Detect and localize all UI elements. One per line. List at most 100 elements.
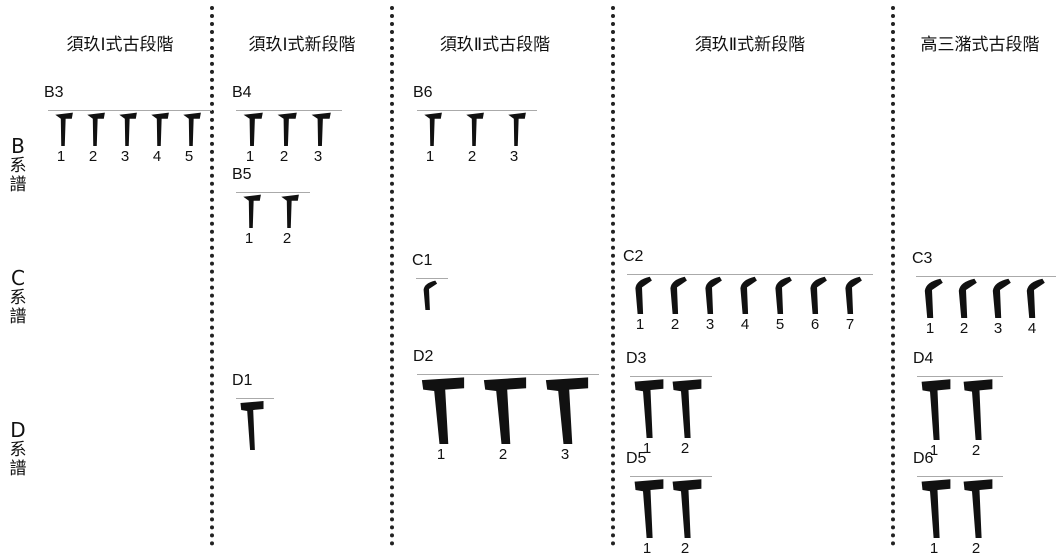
item-number: 1 — [642, 540, 652, 557]
item-number: 1 — [925, 320, 935, 337]
item-number: 2 — [959, 320, 969, 337]
pottery-profile-d5-1 — [634, 478, 664, 538]
rim-reference-line — [627, 274, 873, 275]
column-divider — [611, 6, 615, 546]
item-number: 1 — [436, 446, 446, 463]
item-number: 3 — [313, 148, 323, 165]
pottery-profile-c3-2 — [954, 278, 984, 318]
pottery-profile-d2-2 — [483, 376, 527, 444]
item-number: 2 — [971, 540, 981, 557]
item-number: 4 — [1027, 320, 1037, 337]
rim-reference-line — [236, 398, 274, 399]
pottery-profile-c3-3 — [988, 278, 1018, 318]
item-number: 2 — [971, 442, 981, 459]
pottery-profile-b3-5 — [180, 112, 210, 146]
group-label-d2: D2 — [413, 348, 434, 365]
group-label-c3: C3 — [912, 250, 933, 267]
row-label-text: 系譜 — [9, 156, 27, 195]
rim-reference-line — [417, 374, 599, 375]
group-label-d4: D4 — [913, 350, 934, 367]
item-number: 7 — [845, 316, 855, 333]
item-number: 3 — [120, 148, 130, 165]
item-number: 1 — [244, 230, 254, 247]
item-number: 5 — [775, 316, 785, 333]
rim-reference-line — [417, 110, 537, 111]
item-number: 2 — [282, 230, 292, 247]
item-number: 1 — [245, 148, 255, 165]
pottery-profile-c2-6 — [806, 276, 836, 314]
pottery-profile-d3-1 — [634, 378, 664, 438]
pottery-profile-d3-2 — [672, 378, 702, 438]
item-number: 3 — [993, 320, 1003, 337]
rim-reference-line — [917, 476, 1003, 477]
item-number: 2 — [467, 148, 477, 165]
column-divider — [390, 6, 394, 546]
pottery-profile-d6-2 — [963, 478, 993, 538]
pottery-profile-b4-3 — [308, 112, 338, 146]
pottery-profile-b3-4 — [148, 112, 178, 146]
pottery-profile-d1 — [240, 400, 270, 450]
row-label-letter: B — [11, 134, 25, 158]
pottery-profile-b3-3 — [116, 112, 146, 146]
item-number: 2 — [88, 148, 98, 165]
pottery-profile-b3-2 — [84, 112, 114, 146]
item-number: 4 — [740, 316, 750, 333]
group-label-d3: D3 — [626, 350, 647, 367]
item-number: 2 — [498, 446, 508, 463]
item-number: 3 — [705, 316, 715, 333]
row-label-text: 系譜 — [9, 288, 27, 327]
rim-reference-line — [236, 192, 310, 193]
pottery-profile-b6-2 — [463, 112, 493, 146]
group-label-b5: B5 — [232, 166, 252, 183]
group-label-b4: B4 — [232, 84, 252, 101]
column-heading-c1: 須玖Ⅰ式古段階 — [66, 35, 174, 55]
group-label-d5: D5 — [626, 450, 647, 467]
item-number: 2 — [680, 440, 690, 457]
pottery-profile-b4-2 — [274, 112, 304, 146]
item-number: 1 — [642, 440, 652, 457]
column-heading-c3: 須玖Ⅱ式古段階 — [439, 35, 551, 55]
pottery-profile-b4-1 — [240, 112, 270, 146]
pottery-profile-c2-4 — [736, 276, 766, 314]
pottery-profile-c1 — [420, 280, 450, 310]
pottery-profile-d2-1 — [421, 376, 465, 444]
pottery-profile-d4-1 — [921, 378, 951, 440]
item-number: 1 — [56, 148, 66, 165]
pottery-profile-c2-7 — [841, 276, 871, 314]
group-label-b6: B6 — [413, 84, 433, 101]
pottery-profile-d2-3 — [545, 376, 589, 444]
pottery-profile-b6-1 — [421, 112, 451, 146]
pottery-profile-b3-1 — [52, 112, 82, 146]
pottery-profile-c2-3 — [701, 276, 731, 314]
rim-reference-line — [236, 110, 342, 111]
item-number: 1 — [425, 148, 435, 165]
pottery-profile-b5-1 — [240, 194, 270, 228]
pottery-profile-c3-1 — [920, 278, 950, 318]
rim-reference-line — [416, 278, 448, 279]
row-label-letter: D — [10, 418, 26, 442]
pottery-profile-d5-2 — [672, 478, 702, 538]
rim-reference-line — [917, 376, 1003, 377]
column-heading-c4: 須玖Ⅱ式新段階 — [694, 35, 806, 55]
group-label-b3: B3 — [44, 84, 64, 101]
item-number: 6 — [810, 316, 820, 333]
row-label-text: 系譜 — [9, 440, 27, 479]
item-number: 2 — [670, 316, 680, 333]
group-label-d1: D1 — [232, 372, 253, 389]
pottery-profile-d6-1 — [921, 478, 951, 538]
item-number: 3 — [509, 148, 519, 165]
item-number: 3 — [560, 446, 570, 463]
column-heading-c2: 須玖Ⅰ式新段階 — [248, 35, 356, 55]
pottery-profile-c2-1 — [631, 276, 661, 314]
item-number: 1 — [929, 442, 939, 459]
group-label-d6: D6 — [913, 450, 934, 467]
row-label-letter: C — [11, 266, 25, 290]
pottery-profile-d4-2 — [963, 378, 993, 440]
pottery-profile-c2-5 — [771, 276, 801, 314]
rim-reference-line — [630, 376, 712, 377]
group-label-c2: C2 — [623, 248, 644, 265]
rim-reference-line — [916, 276, 1056, 277]
column-divider — [891, 6, 895, 546]
pottery-profile-b5-2 — [278, 194, 308, 228]
column-divider — [210, 6, 214, 546]
